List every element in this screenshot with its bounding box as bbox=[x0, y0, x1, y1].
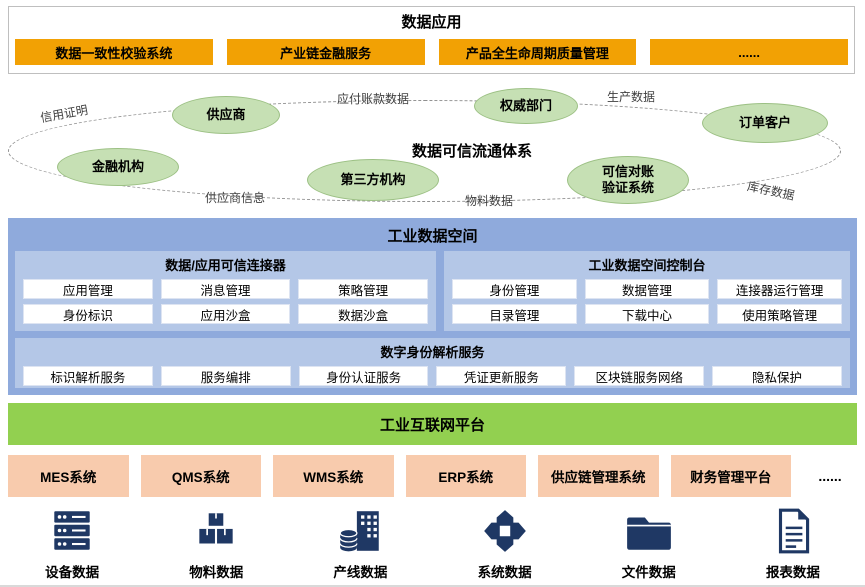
module-cell: 身份认证服务 bbox=[298, 366, 429, 386]
system-box-mes: MES系统 bbox=[8, 455, 129, 497]
source-report-data: 报表数据 bbox=[721, 506, 865, 581]
circulation-dashed-ellipse bbox=[8, 100, 841, 202]
module-cell: 身份标识 bbox=[23, 304, 153, 324]
module-cell: 数据管理 bbox=[584, 279, 710, 299]
node-label: 供应商 bbox=[206, 107, 246, 123]
digital-identity-panel: 数字身份解析服务 标识解析服务 服务编排 身份认证服务 凭证更新服务 区块链服务… bbox=[15, 338, 850, 388]
server-rack-icon bbox=[54, 511, 90, 550]
data-application-title: 数据应用 bbox=[401, 14, 462, 31]
bottom-divider bbox=[0, 585, 865, 587]
source-label: 系统数据 bbox=[477, 565, 532, 580]
source-material-data: 物料数据 bbox=[144, 506, 288, 581]
module-cell: 策略管理 bbox=[298, 279, 429, 299]
module-cell: 标识解析服务 bbox=[23, 366, 153, 386]
source-system-data: 系统数据 bbox=[433, 506, 577, 581]
module-cell: 身份管理 bbox=[452, 279, 577, 299]
source-label: 设备数据 bbox=[45, 565, 100, 580]
boxes-icon bbox=[199, 513, 233, 544]
module-cell: 使用策略管理 bbox=[717, 304, 843, 324]
industrial-data-space-title: 工业数据空间 bbox=[387, 228, 478, 245]
node-reconciliation-system: 可信对账验证系统 bbox=[567, 156, 689, 204]
node-label: 订单客户 bbox=[738, 115, 791, 131]
flow-label-supplier-info: 供应商信息 bbox=[205, 191, 266, 205]
business-systems-row: MES系统 QMS系统 WMS系统 ERP系统 供应链管理系统 财务管理平台 .… bbox=[8, 455, 857, 497]
report-icon bbox=[778, 508, 810, 554]
identity-row: 标识解析服务 服务编排 身份认证服务 凭证更新服务 区块链服务网络 隐私保护 bbox=[15, 366, 850, 386]
node-supplier: 供应商 bbox=[172, 96, 280, 134]
module-cell: 服务编排 bbox=[160, 366, 291, 386]
console-row-1: 身份管理 数据管理 连接器运行管理 bbox=[444, 279, 850, 299]
source-label: 物料数据 bbox=[189, 565, 244, 580]
app-box-more: ...... bbox=[650, 39, 848, 65]
module-cell: 应用管理 bbox=[23, 279, 153, 299]
circulation-title: 数据可信流通体系 bbox=[412, 143, 533, 160]
app-box-lifecycle-quality: 产品全生命周期质量管理 bbox=[438, 39, 637, 65]
node-financial-institution: 金融机构 bbox=[57, 148, 179, 186]
system-box-erp: ERP系统 bbox=[405, 455, 526, 497]
production-line-icon bbox=[340, 511, 380, 552]
trusted-circulation-section: 数据可信流通体系 供应商 权威部门 订单客户 金融机构 第三方机构 可信对账验证… bbox=[0, 78, 865, 218]
module-cell: 隐私保护 bbox=[712, 366, 842, 386]
source-production-line-data: 产线数据 bbox=[288, 506, 432, 581]
node-order-customer: 订单客户 bbox=[702, 103, 828, 143]
data-application-section: 数据应用 数据一致性校验系统 产业链金融服务 产品全生命周期质量管理 .....… bbox=[8, 6, 855, 74]
source-label: 文件数据 bbox=[621, 565, 676, 580]
flow-label-payable-data: 应付账款数据 bbox=[337, 92, 410, 106]
node-authority-department: 权威部门 bbox=[474, 88, 578, 124]
source-file-data: 文件数据 bbox=[577, 506, 721, 581]
module-cell: 区块链服务网络 bbox=[574, 366, 705, 386]
system-box-wms: WMS系统 bbox=[273, 455, 394, 497]
connector-row-2: 身份标识 应用沙盒 数据沙盒 bbox=[15, 304, 436, 324]
flow-label-inventory-data: 库存数据 bbox=[745, 179, 796, 203]
flow-label-production-data: 生产数据 bbox=[607, 90, 656, 104]
space-console-panel: 工业数据空间控制台 身份管理 数据管理 连接器运行管理 目录管理 下载中心 使用… bbox=[444, 251, 850, 331]
system-box-qms: QMS系统 bbox=[140, 455, 261, 497]
app-box-chain-finance: 产业链金融服务 bbox=[226, 39, 425, 65]
folder-icon bbox=[626, 517, 671, 550]
app-box-consistency-check: 数据一致性校验系统 bbox=[15, 39, 213, 65]
module-cell: 目录管理 bbox=[452, 304, 577, 324]
system-box-finance: 财务管理平台 bbox=[670, 455, 791, 497]
digital-identity-title: 数字身份解析服务 bbox=[380, 345, 485, 360]
trusted-connector-panel: 数据/应用可信连接器 应用管理 消息管理 策略管理 身份标识 应用沙盒 数据沙盒 bbox=[15, 251, 436, 331]
node-label: 第三方机构 bbox=[340, 172, 406, 188]
node-label: 可信对账验证系统 bbox=[601, 164, 654, 195]
module-cell: 数据沙盒 bbox=[298, 304, 429, 324]
module-cell: 消息管理 bbox=[160, 279, 291, 299]
systems-more-label: ...... bbox=[818, 468, 842, 484]
industrial-internet-platform-bar: 工业互联网平台 bbox=[8, 403, 857, 445]
module-cell: 应用沙盒 bbox=[160, 304, 291, 324]
application-boxes: 数据一致性校验系统 产业链金融服务 产品全生命周期质量管理 ...... bbox=[15, 39, 848, 65]
system-modules-icon bbox=[483, 510, 526, 552]
module-cell: 连接器运行管理 bbox=[717, 279, 843, 299]
source-label: 产线数据 bbox=[333, 565, 388, 580]
source-label: 报表数据 bbox=[765, 565, 820, 580]
industrial-data-space-section: 工业数据空间 数据/应用可信连接器 应用管理 消息管理 策略管理 身份标识 应用… bbox=[8, 218, 857, 395]
flow-label-material-data: 物料数据 bbox=[465, 194, 514, 208]
node-third-party: 第三方机构 bbox=[307, 159, 439, 201]
system-box-scm: 供应链管理系统 bbox=[538, 455, 659, 497]
node-label: 权威部门 bbox=[499, 98, 552, 114]
data-sources-row: 设备数据 物料数据 bbox=[0, 506, 865, 581]
space-console-title: 工业数据空间控制台 bbox=[588, 258, 706, 273]
source-equipment-data: 设备数据 bbox=[0, 506, 144, 581]
module-cell: 下载中心 bbox=[584, 304, 710, 324]
console-row-2: 目录管理 下载中心 使用策略管理 bbox=[444, 304, 850, 324]
module-cell: 凭证更新服务 bbox=[436, 366, 567, 386]
trusted-connector-title: 数据/应用可信连接器 bbox=[165, 258, 286, 273]
connector-row-1: 应用管理 消息管理 策略管理 bbox=[15, 279, 436, 299]
node-label: 金融机构 bbox=[91, 159, 144, 175]
